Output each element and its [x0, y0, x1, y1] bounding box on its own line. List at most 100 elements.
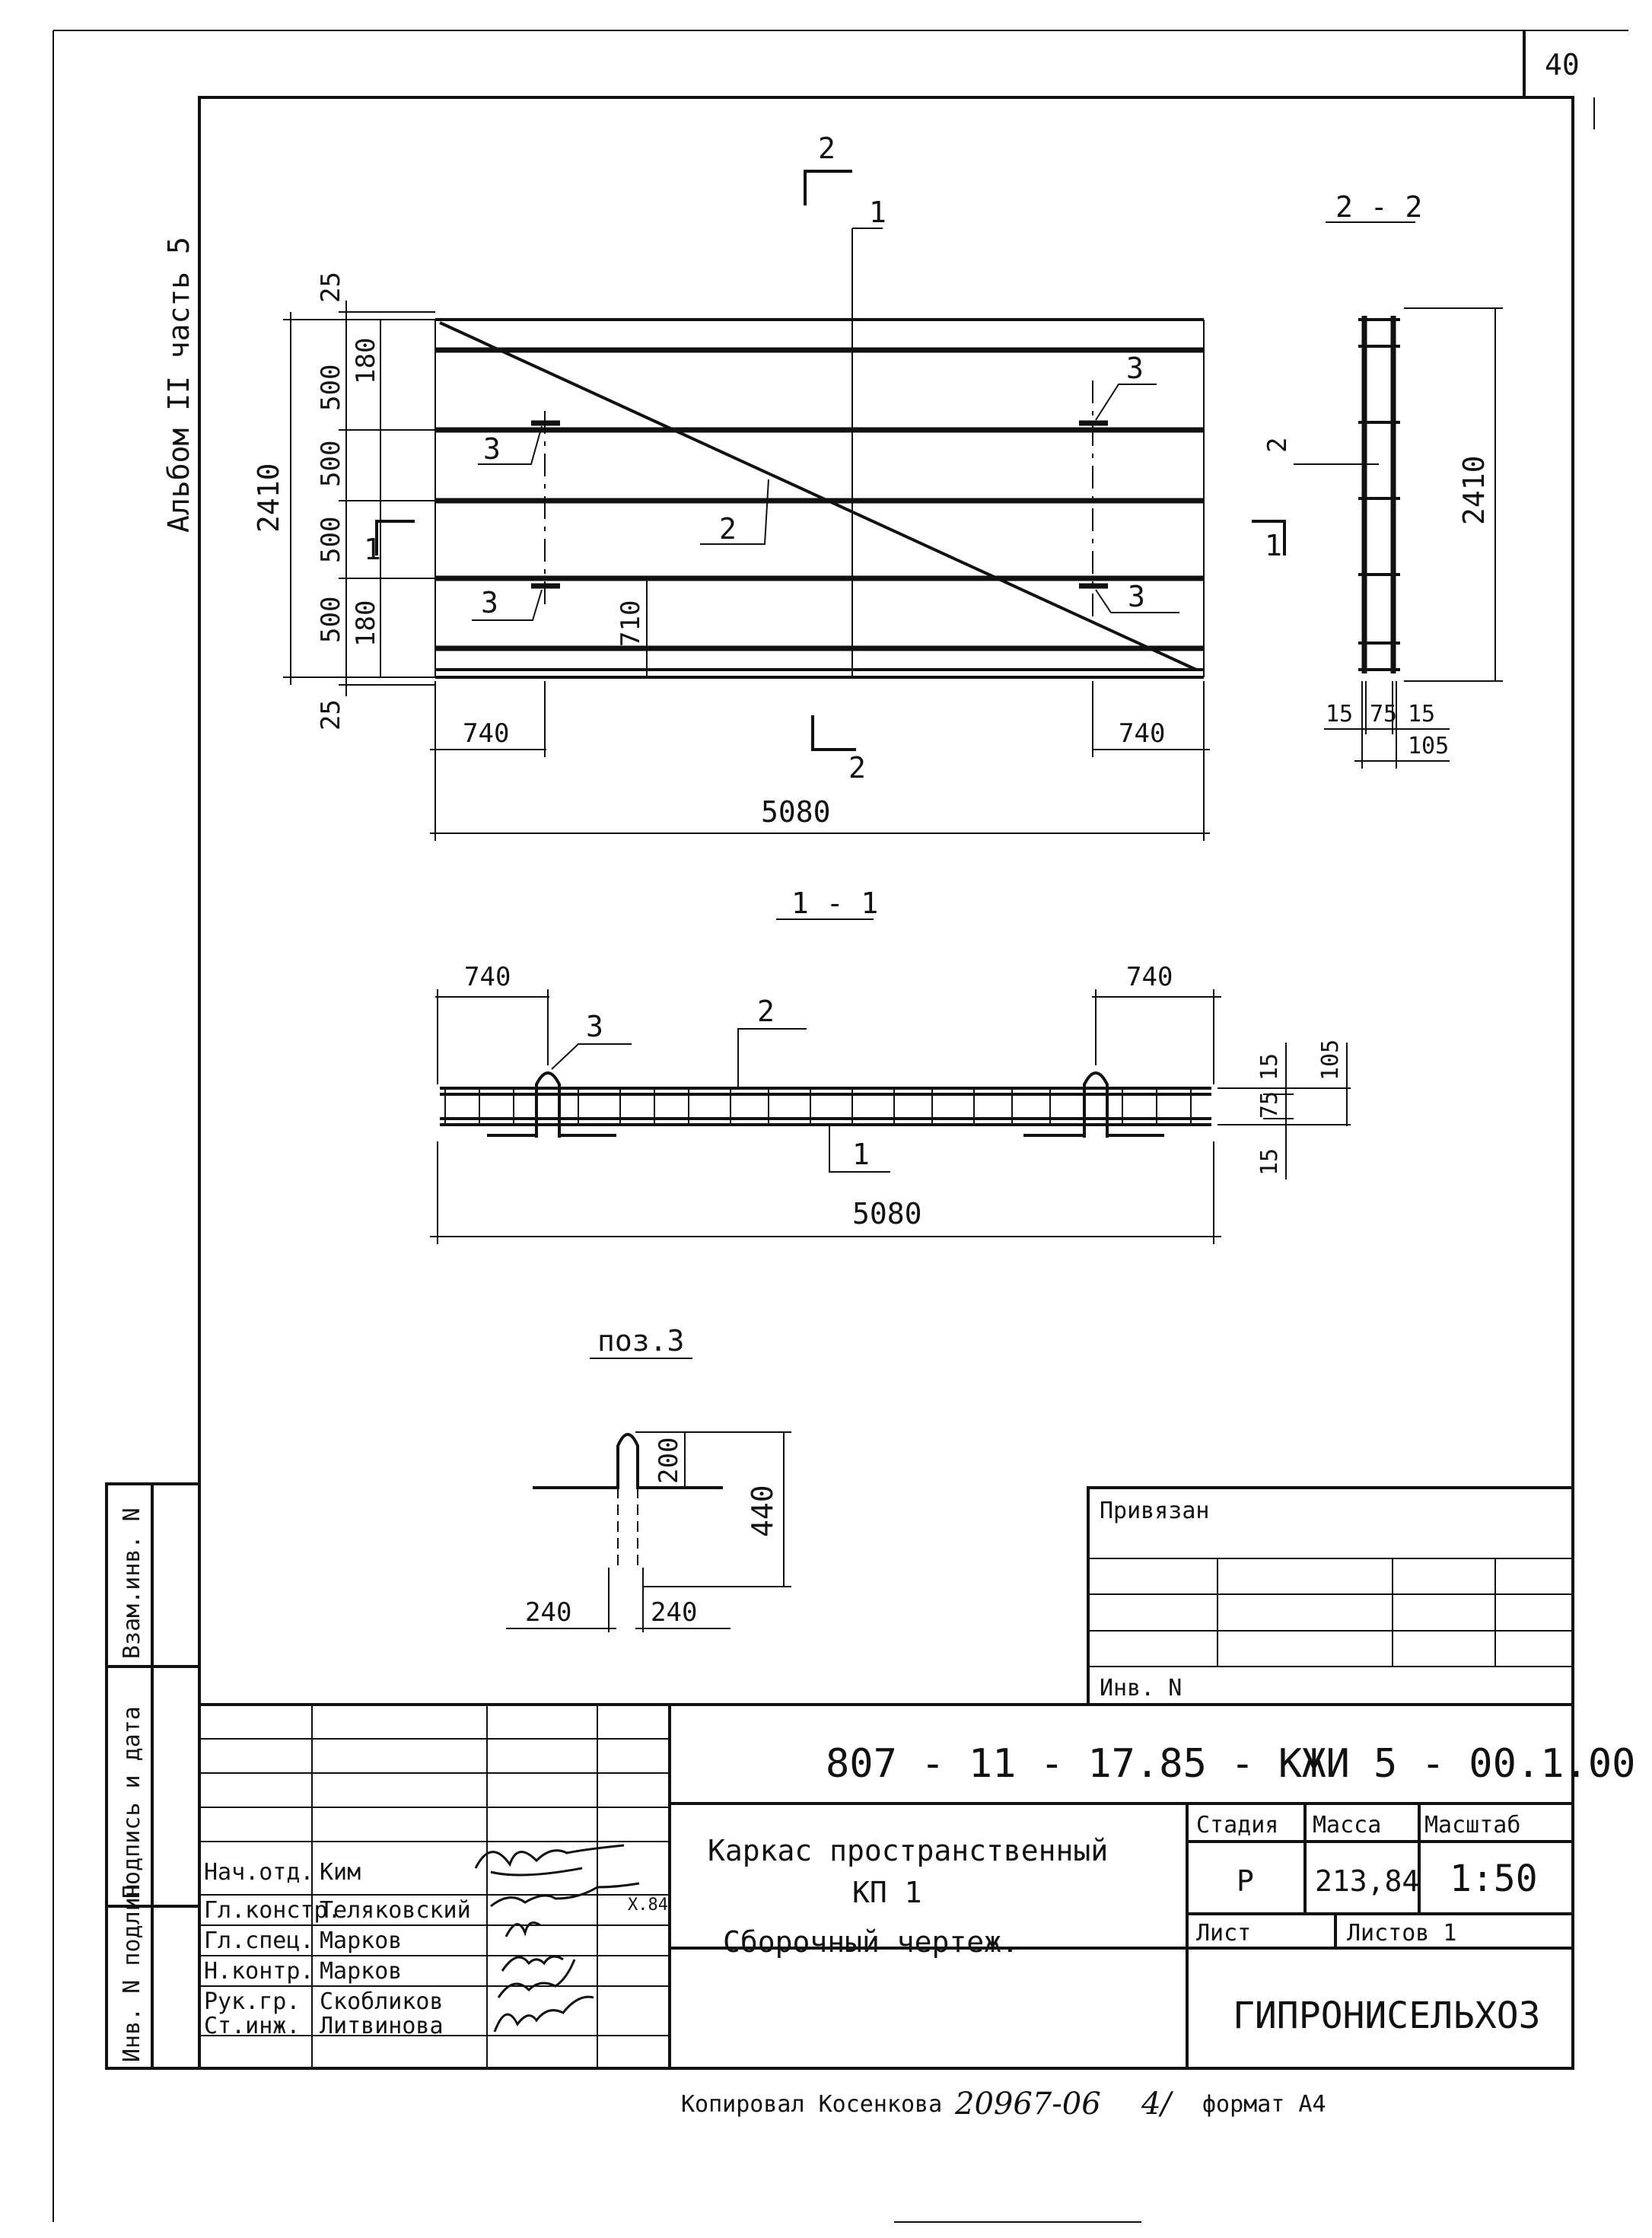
album-note: Альбом II часть 5 [162, 237, 196, 533]
title-name-line1: Каркас пространственный [708, 1834, 1108, 1867]
leader [737, 1028, 807, 1088]
leader [1095, 589, 1179, 613]
leader [478, 425, 543, 465]
cut-mark-label: 1 [364, 533, 381, 566]
section-2-2: 2 - 2 2 2410 15 75 15 105 [1262, 190, 1503, 769]
title-mass: 213,84 [1315, 1864, 1419, 1898]
plan-view: 1 2 3 3 3 3 2 2 1 1 2410 [252, 132, 1286, 841]
detail-pos-3: поз.3 240 240 200 440 [506, 1324, 791, 1632]
plan-dim-left: 25 [316, 272, 346, 303]
section22-dim: 15 [1326, 701, 1353, 727]
pos3-dim-240-right: 240 [651, 1597, 697, 1628]
section-1-1-title: 1 - 1 [791, 887, 878, 920]
title-name-line2: КП 1 [852, 1876, 922, 1909]
format-note: формат А4 [1202, 2091, 1326, 2118]
section11-dim-total: 5080 [852, 1197, 922, 1230]
order-number: 20967-06 [954, 2087, 1101, 2122]
section22-width: 105 [1408, 733, 1449, 759]
section11-loop [535, 1071, 561, 1138]
plan-dim-left: 500 [316, 441, 346, 487]
title-stage: Р [1237, 1864, 1254, 1898]
section-2-2-title: 2 - 2 [1335, 190, 1422, 224]
stamp-vzam: Взам.инв. N [119, 1507, 145, 1659]
sig-role: Нач.отд. [204, 1859, 314, 1886]
sig-name: Скобликов [320, 1988, 444, 2015]
leader [1095, 384, 1157, 421]
stamp-podpis: Подпись и дата [119, 1706, 145, 1899]
title-org: ГИПРОНИСЕЛЬХОЗ [1233, 1994, 1541, 2037]
cut-mark-label: 2 [848, 751, 866, 785]
binding-attached: Привязан [1100, 1498, 1210, 1524]
plan-dim-total: 5080 [761, 795, 831, 829]
leader [829, 1126, 890, 1173]
cut-mark-1-right [1252, 520, 1286, 556]
sig-role: Гл.констр. [204, 1897, 342, 1924]
sig-name: Марков [320, 1928, 402, 1954]
plan-dim-740-left: 740 [463, 718, 509, 749]
title-code: 807 - 11 - 17.85 - КЖИ 5 - 00.1.00 СБ [826, 1741, 1652, 1787]
sig-name: Литвинова [320, 2013, 444, 2039]
title-mass-hdr: Масса [1313, 1812, 1381, 1838]
sheet-number: 4/ [1141, 2087, 1173, 2122]
cut-mark-label: 1 [1265, 529, 1282, 562]
pos3-title: поз.3 [597, 1324, 684, 1358]
section11-stirrups [444, 1088, 1192, 1125]
pos3-dim-440: 440 [746, 1485, 779, 1537]
cut-mark-2-top [804, 170, 852, 205]
pos3-dim-240-left: 240 [525, 1597, 571, 1628]
plan-diagonal-bar [439, 321, 1197, 671]
section11-pos-label: 3 [586, 1010, 603, 1043]
plan-dim-left: 25 [316, 699, 346, 731]
sig-name: Марков [320, 1958, 402, 1985]
binding-block: Привязан Инв. N [1087, 1486, 1574, 1706]
title-name-line3: Сборочный чертеж. [723, 1925, 1019, 1959]
cut-mark-1-left [375, 520, 415, 556]
plan-dim-inner: 180 [351, 600, 381, 647]
stamp-inv-podl: Инв. N подлин [119, 1883, 145, 2062]
section22-height: 2410 [1457, 455, 1491, 525]
pos3-dim-200: 200 [654, 1437, 684, 1484]
leader [551, 1043, 632, 1070]
section22-dim: 15 [1408, 701, 1435, 727]
plan-dim-left: 500 [316, 365, 346, 411]
cut-mark-2-bottom [811, 715, 856, 751]
handwritten-signatures [474, 1844, 640, 2033]
sig-role: Н.контр. [204, 1958, 314, 1985]
plan-dim-inner: 180 [351, 338, 381, 384]
leader [700, 479, 769, 545]
page-number: 40 [1545, 48, 1580, 81]
plan-pos-label: 2 [719, 512, 737, 546]
left-stamp-strip: Взам.инв. N Подпись и дата Инв. N подлин [105, 1482, 201, 2070]
pos3-loop-shape [533, 1433, 723, 1489]
cut-mark-label: 2 [818, 132, 836, 165]
plan-pos-label: 3 [481, 586, 498, 619]
section11-pos-label: 1 [852, 1138, 870, 1171]
section11-dim-right: 15 [1256, 1148, 1283, 1176]
sig-name: Ким [320, 1859, 361, 1886]
title-stage-hdr: Стадия [1196, 1812, 1278, 1838]
plan-dim-left: 500 [316, 517, 346, 563]
sig-name: Теляковский [320, 1897, 471, 1924]
title-sheets-hdr: Листов 1 [1347, 1920, 1457, 1947]
title-sheet-hdr: Лист [1196, 1920, 1251, 1947]
plan-dim-710: 710 [616, 600, 646, 647]
plan-dim-740-right: 740 [1119, 718, 1165, 749]
plan-dim-height: 2410 [252, 463, 285, 533]
sig-role: Ст.инж. [204, 2013, 300, 2039]
section22-pos-label: 2 [1262, 438, 1293, 453]
binding-inv-no: Инв. N [1100, 1675, 1182, 1702]
leader [472, 589, 543, 621]
plan-dim-left: 500 [316, 597, 346, 643]
title-scale: 1:50 [1450, 1858, 1538, 1900]
plan-pos-label: 1 [869, 196, 886, 229]
section11-pos-label: 2 [757, 995, 775, 1028]
title-scale-hdr: Масштаб [1424, 1812, 1520, 1838]
section11-dim-right: 75 [1256, 1091, 1283, 1119]
section11-loop [1083, 1071, 1109, 1138]
plan-pos-label: 3 [483, 432, 501, 466]
copied-by: Копировал Косенкова [681, 2091, 942, 2118]
section-1-1: 1 - 1 [430, 887, 1351, 1244]
title-block: Нач.отд. Ким Гл.констр. Теляковский Гл.с… [198, 1703, 1652, 2070]
sig-role: Гл.спец. [204, 1928, 314, 1954]
